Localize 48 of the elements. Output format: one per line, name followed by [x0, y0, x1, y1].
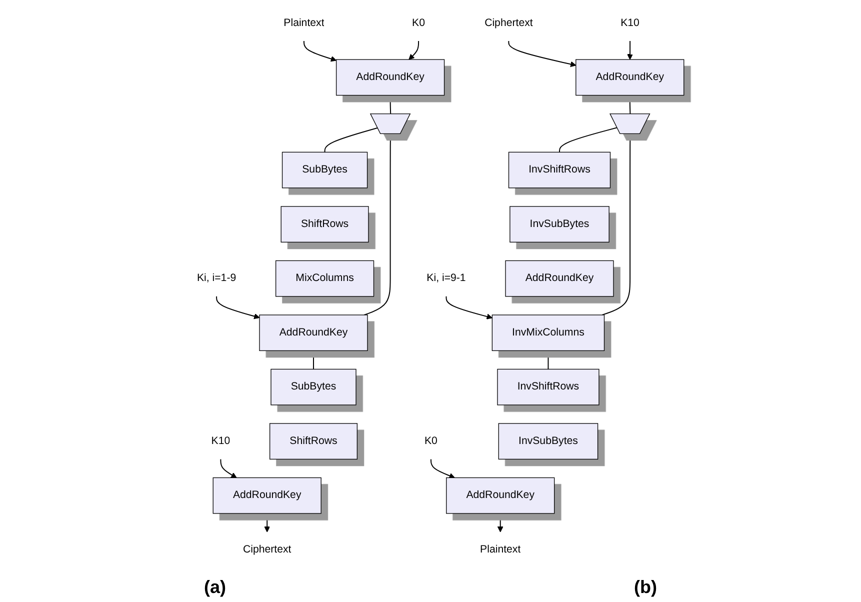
node-box: SubBytes: [282, 152, 368, 188]
node-box: InvSubBytes: [498, 423, 598, 460]
node-box: InvMixColumns: [492, 314, 605, 351]
node-box: InvShiftRows: [497, 368, 600, 406]
arrow: [446, 296, 492, 320]
node-box: ShiftRows: [270, 423, 358, 460]
arrow: [408, 40, 420, 60]
connector: [364, 134, 392, 316]
node-text: K10: [620, 17, 640, 28]
node-text: Ciphertext: [242, 544, 292, 556]
connector: [548, 350, 549, 370]
arrow: [497, 512, 504, 532]
node-box: AddRoundKey: [576, 59, 684, 96]
arrow: [264, 512, 270, 532]
node-box: AddRoundKey: [505, 260, 614, 297]
arrow: [216, 296, 260, 320]
node-box: AddRoundKey: [259, 314, 368, 351]
node-text: K0: [412, 17, 426, 28]
node-trapezoid: [370, 113, 411, 134]
node-box: AddRoundKey: [446, 477, 555, 514]
arrow: [430, 458, 455, 479]
connector: [602, 134, 631, 316]
node-text: K0: [424, 435, 438, 447]
connector: [313, 350, 314, 370]
node-box: MixColumns: [275, 260, 374, 297]
arrow: [303, 40, 337, 62]
connector: [324, 127, 378, 153]
node-box: InvSubBytes: [510, 206, 610, 242]
node-box: SubBytes: [270, 368, 356, 406]
arrow: [627, 40, 633, 60]
node-box: ShiftRows: [280, 206, 369, 242]
connector: [390, 94, 392, 115]
node-text: Ciphertext: [484, 17, 533, 28]
connector: [629, 94, 631, 115]
node-text: Ki, i=9-1: [426, 272, 466, 284]
node-text: Plaintext: [480, 544, 521, 556]
panel-label: (a): [204, 577, 226, 598]
arrow: [508, 40, 576, 68]
connector: [559, 127, 618, 153]
node-box: AddRoundKey: [336, 59, 445, 96]
node-box: InvShiftRows: [508, 152, 611, 188]
node-trapezoid: [610, 113, 650, 134]
node-box: AddRoundKey: [212, 477, 322, 514]
node-text: Ki, i=1-9: [196, 272, 236, 284]
arrow: [220, 458, 237, 478]
node-text: K10: [211, 435, 230, 447]
panel-label: (b): [634, 577, 657, 598]
node-text: Plaintext: [284, 17, 324, 28]
